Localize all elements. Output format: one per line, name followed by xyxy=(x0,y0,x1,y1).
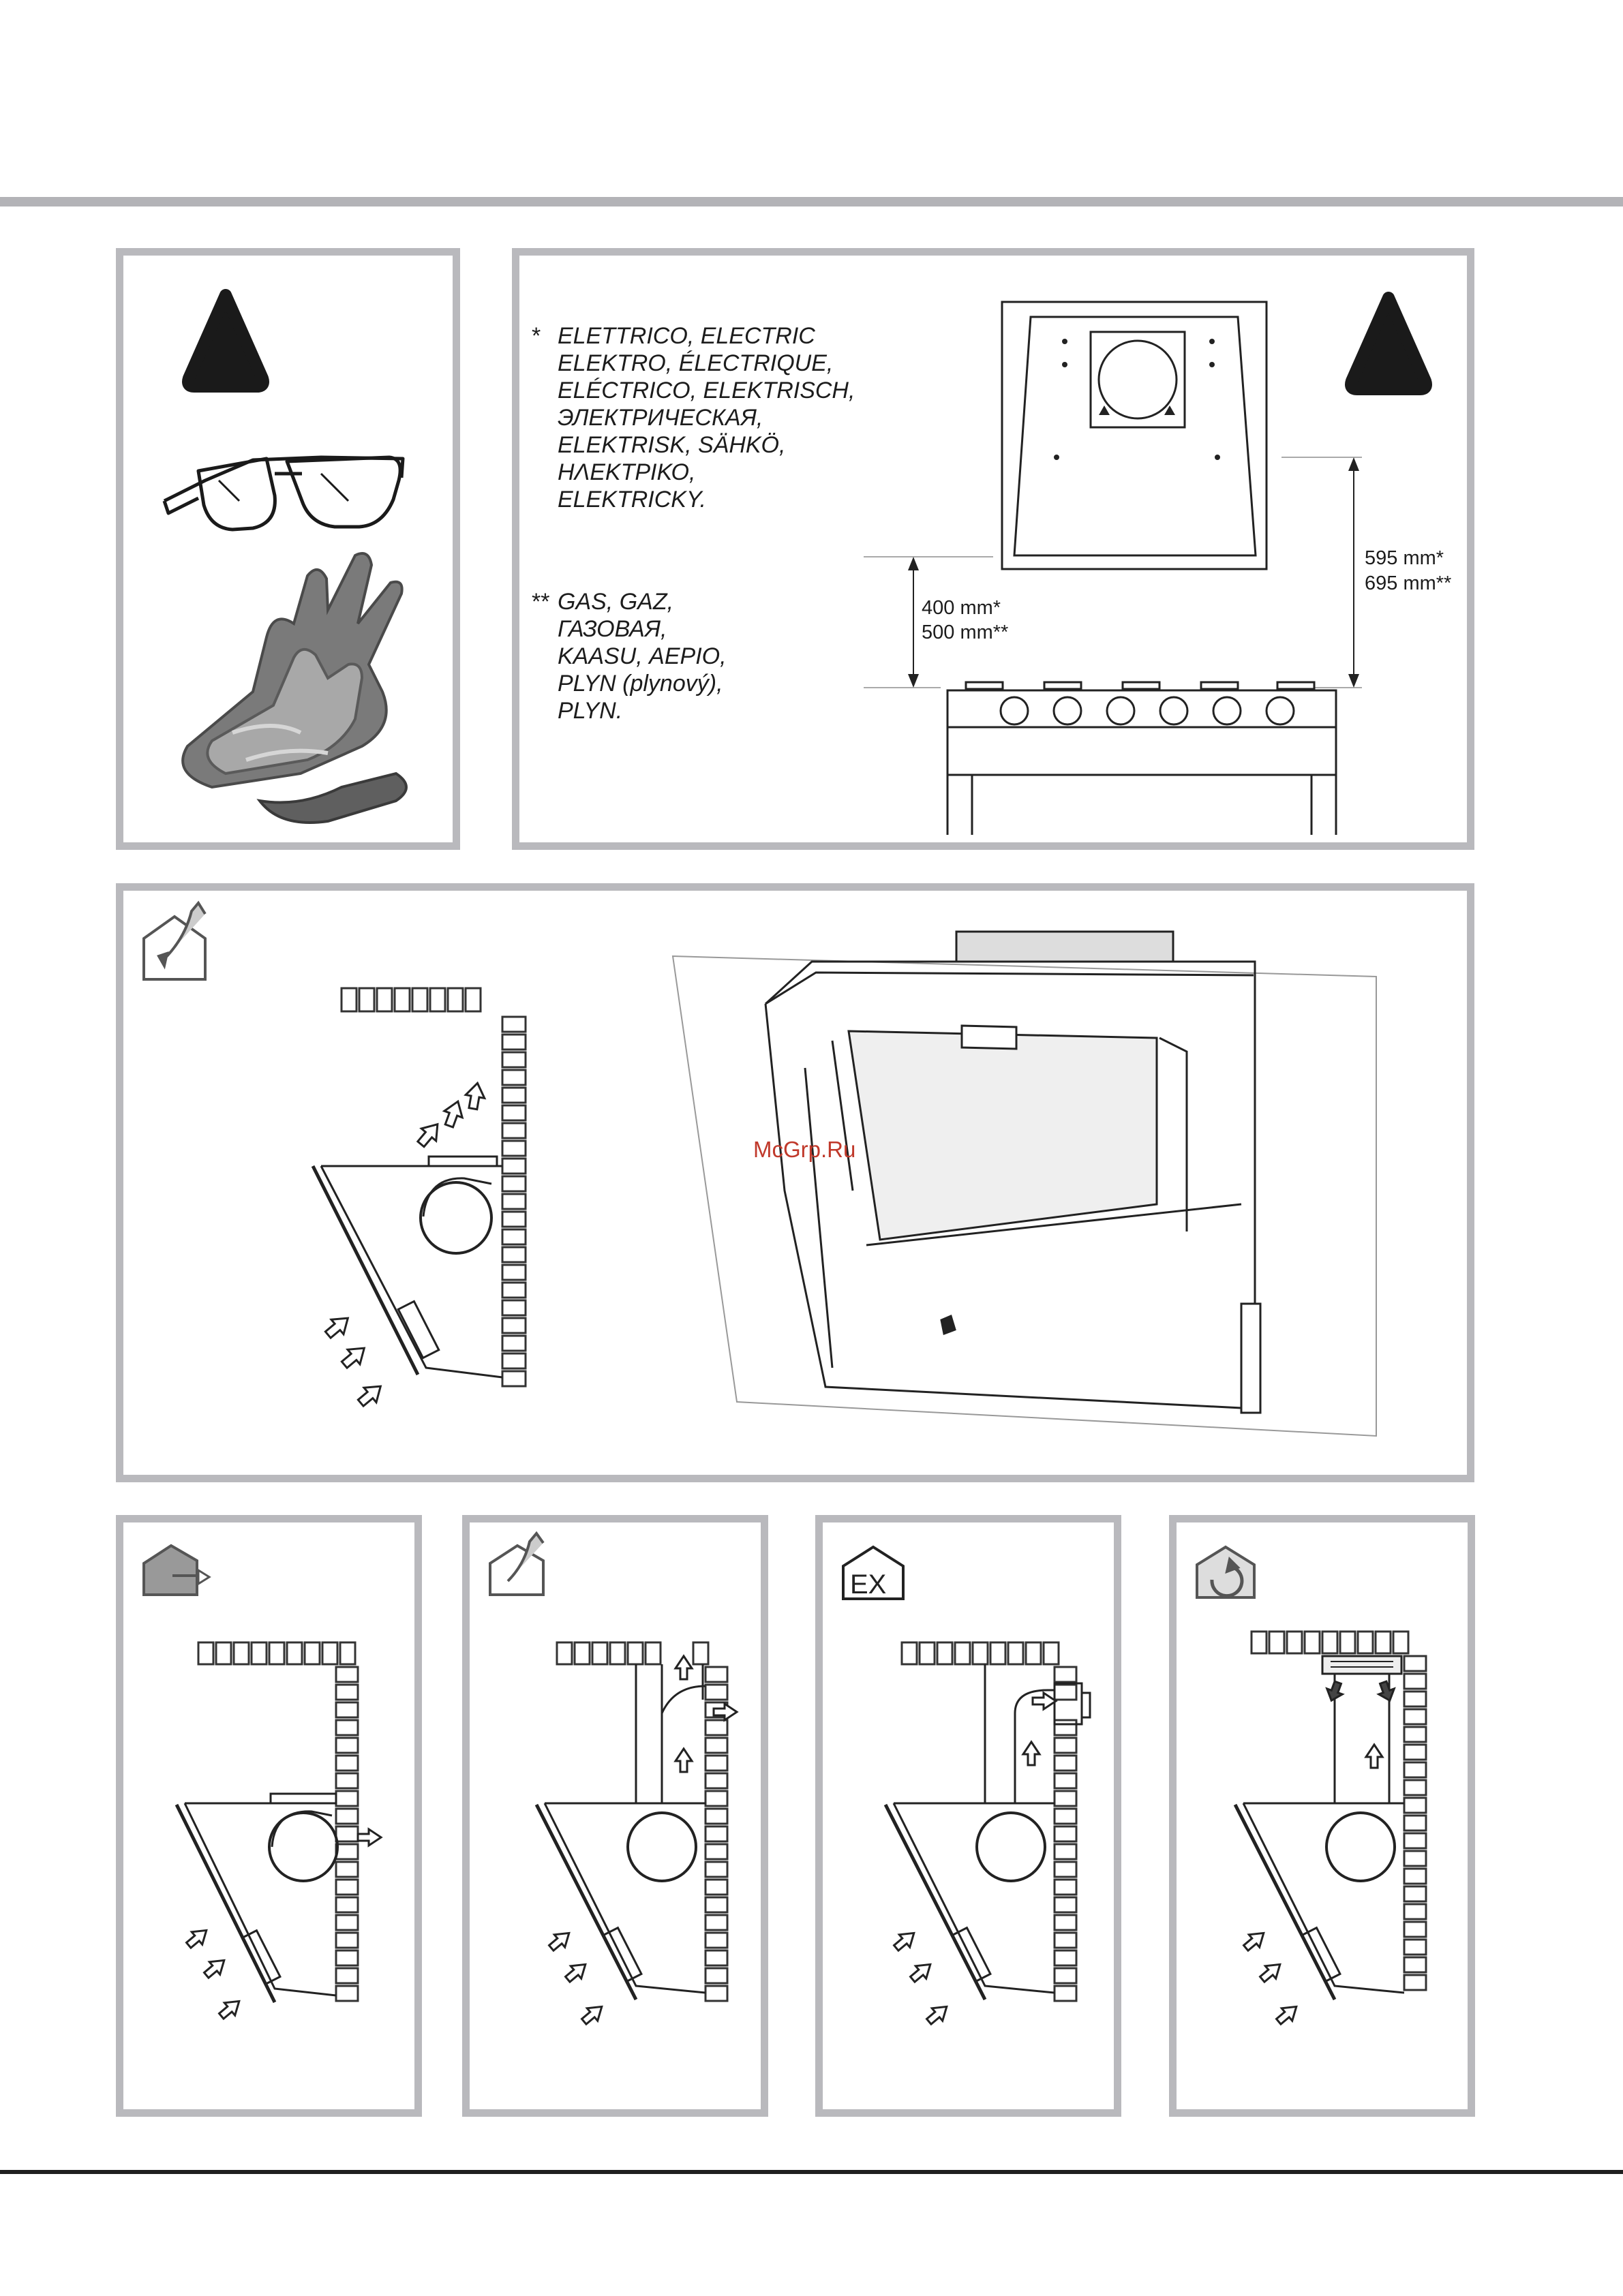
dim-right-gas: 695 mm** xyxy=(1365,572,1451,594)
airflow-arrows xyxy=(322,1082,487,1410)
gloves-icon xyxy=(183,553,406,823)
hood-perspective xyxy=(673,932,1376,1436)
airflow-arrows xyxy=(1241,1745,1382,2027)
safety-panel xyxy=(116,248,460,850)
mode-panel-wall-exhaust xyxy=(116,1515,422,2117)
mode-panel-recirculation xyxy=(1169,1515,1475,2117)
warning-triangle-icon xyxy=(188,295,263,386)
recirculation-icon xyxy=(1197,1547,1254,1597)
wall-exhaust-icon xyxy=(144,1546,209,1595)
overview-panel: McGrp.Ru xyxy=(116,883,1474,1482)
recirculation-outlet-arrows xyxy=(1324,1680,1397,1704)
exhaust-drawing: EX xyxy=(823,1522,1114,2109)
wall-exhaust-drawing xyxy=(123,1522,414,2109)
ducting-mode-icon xyxy=(144,903,205,979)
mode-panel-exhaust: EX xyxy=(815,1515,1121,2117)
cooker-knobs xyxy=(966,682,1314,724)
brick-wall xyxy=(342,988,526,1386)
hood-side-view xyxy=(536,1664,706,2000)
dim-right-electric: 595 mm* xyxy=(1365,547,1444,569)
exhaust-box-icon: EX xyxy=(843,1547,903,1599)
safety-illustrations xyxy=(123,256,453,842)
ducting-mode-icon xyxy=(490,1533,543,1595)
footer-rule xyxy=(0,2170,1623,2174)
hood-side-view xyxy=(1235,1656,1404,2000)
safety-glasses-icon xyxy=(164,457,403,530)
warning-triangle-icon xyxy=(1351,298,1426,389)
hood-outline xyxy=(1002,302,1266,569)
recirculation-drawing xyxy=(1177,1522,1468,2109)
dim-left-electric: 400 mm* xyxy=(922,597,1001,619)
brick-wall xyxy=(198,1642,358,2001)
distance-drawing: 400 mm* 500 mm** 595 mm* 695 mm** xyxy=(519,256,1467,842)
exhaust-label: EX xyxy=(850,1570,886,1599)
hood-side-view xyxy=(313,1157,502,1377)
overview-drawing: McGrp.Ru xyxy=(123,891,1467,1475)
distance-panel: * ELETTRICO, ELECTRIC ELEKTRO, ÉLECTRIQU… xyxy=(512,248,1474,850)
mode-panel-ducting xyxy=(462,1515,768,2117)
watermark: McGrp.Ru xyxy=(753,1137,855,1162)
dim-left-gas: 500 mm** xyxy=(922,622,1008,643)
ducting-drawing xyxy=(470,1522,761,2109)
header-rule xyxy=(0,197,1623,206)
hood-side-view xyxy=(177,1794,337,2002)
